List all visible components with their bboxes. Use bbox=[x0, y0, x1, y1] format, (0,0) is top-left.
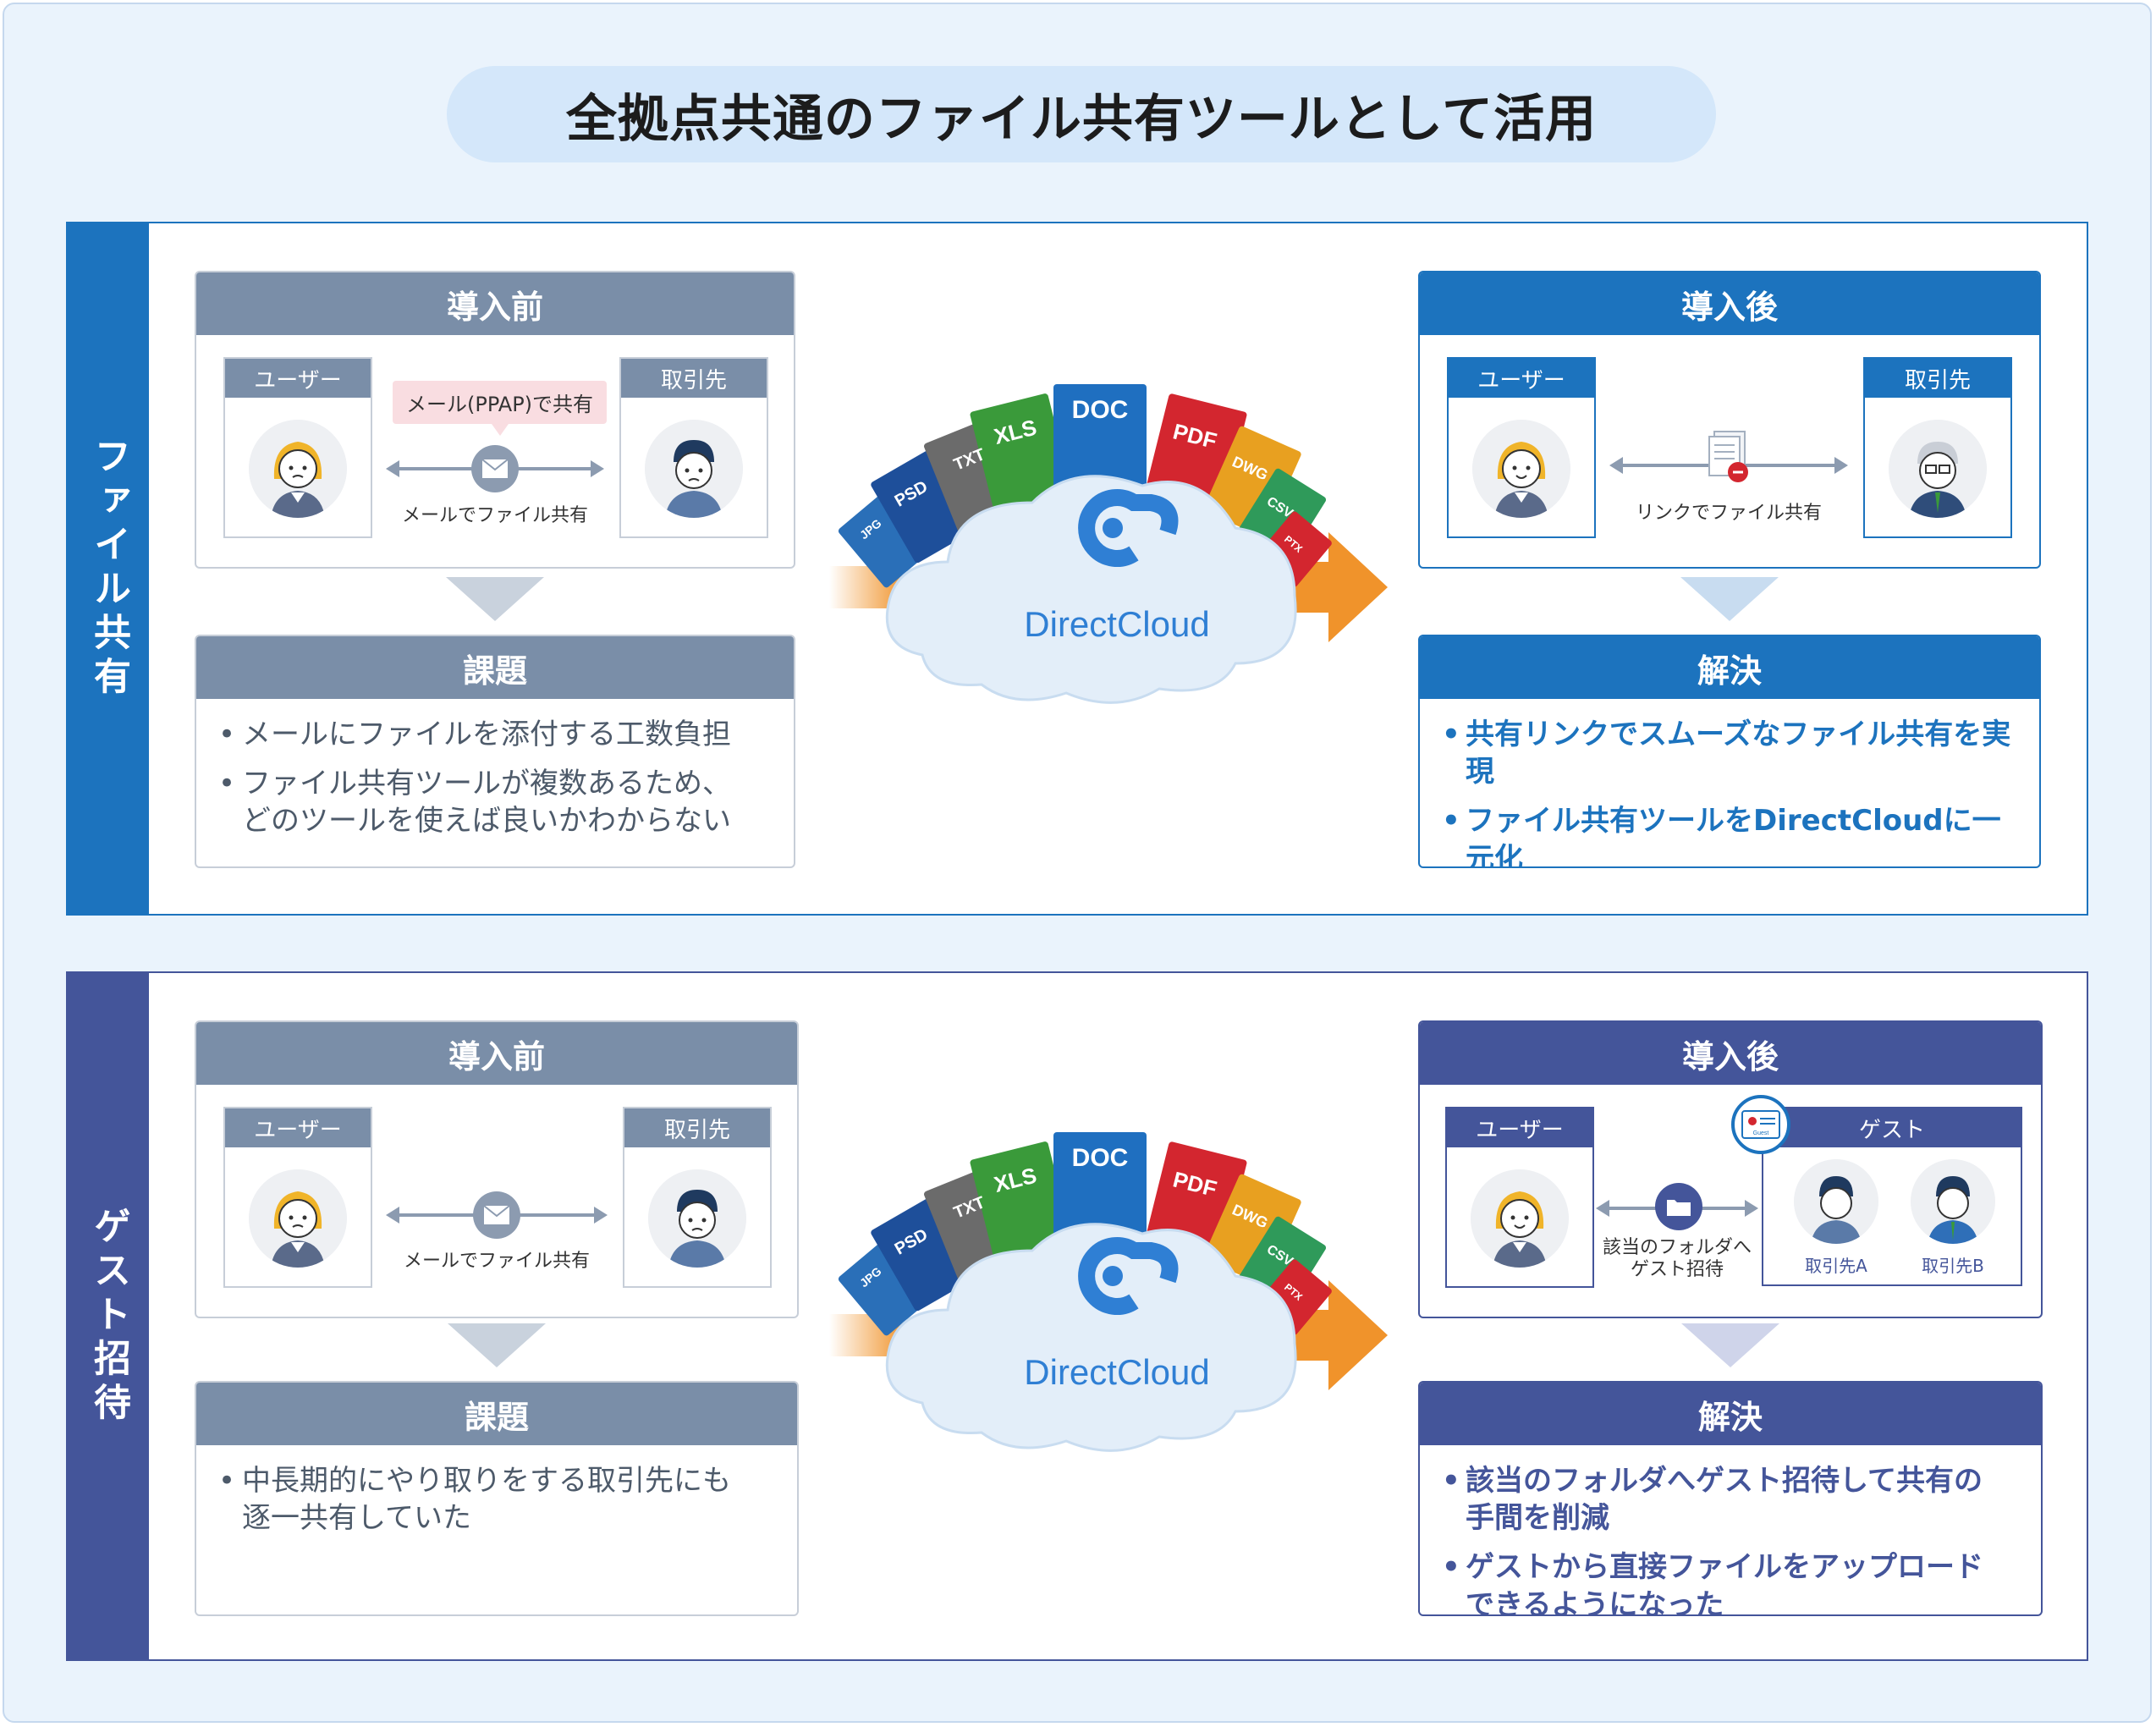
user-card: ユーザー bbox=[1445, 1107, 1594, 1288]
solution-item: ファイル共有ツールをDirectCloudに一元化 bbox=[1442, 802, 2022, 866]
flow-caption: メールでファイル共有 bbox=[403, 1251, 590, 1272]
issue-item: メールにファイルを添付する工数負担 bbox=[218, 716, 777, 753]
section-guest-invite: ゲスト招待 導入前 ユーザー メールでファイル共有 取引先 課題 中長期的にやり… bbox=[66, 971, 2088, 1661]
page-title: 全拠点共通のファイル共有ツールとして活用 bbox=[447, 66, 1716, 162]
section-label-text: ファイル共有 bbox=[87, 437, 130, 701]
cloud-logo-text: DirectCloud bbox=[1024, 604, 1210, 644]
solution-header: 解決 bbox=[1420, 1383, 2041, 1445]
partner-label: 取引先 bbox=[621, 359, 767, 398]
guest-name: 取引先B bbox=[1922, 1256, 1984, 1276]
solution-header: 解決 bbox=[1420, 636, 2039, 699]
guest-group: ゲスト 取引先A 取引先B bbox=[1762, 1107, 2022, 1286]
down-arrow-icon bbox=[1681, 1323, 1779, 1367]
user-avatar-icon bbox=[1472, 420, 1570, 518]
svg-text:DOC: DOC bbox=[1072, 1144, 1129, 1172]
section-label-text: ゲスト招待 bbox=[87, 1206, 130, 1427]
section-file-sharing: ファイル共有 導入前 ユーザー メール(PPAP)で共有 メールでファイル共有 … bbox=[66, 222, 2088, 916]
mail-icon bbox=[471, 445, 519, 492]
svg-text:DOC: DOC bbox=[1072, 396, 1129, 424]
after-box: 導入後 ユーザー 該当のフォルダへ ゲスト招待 ゲスト 取引先A 取引先B bbox=[1418, 1020, 2043, 1318]
down-arrow-icon bbox=[1680, 577, 1779, 621]
issue-list: メールにファイルを添付する工数負担 ファイル共有ツールが複数あるため、どのツール… bbox=[196, 699, 794, 840]
solution-box: 解決 共有リンクでスムーズなファイル共有を実現 ファイル共有ツールをDirect… bbox=[1418, 635, 2041, 868]
issue-header: 課題 bbox=[196, 1383, 797, 1445]
before-header: 導入前 bbox=[196, 1022, 797, 1085]
partner-card: 取引先 bbox=[623, 1107, 772, 1288]
partner-avatar-icon bbox=[1889, 420, 1987, 518]
flow-caption: メールでファイル共有 bbox=[401, 505, 588, 526]
mail-icon bbox=[473, 1191, 520, 1239]
directcloud-graphic: DOC PDF XLS TXT PSD JPG DWG CSV PTX Dire… bbox=[821, 1098, 1413, 1488]
user-avatar-icon bbox=[249, 1169, 347, 1268]
cloud-logo-text: DirectCloud bbox=[1024, 1352, 1210, 1392]
guest-avatar-icon bbox=[1911, 1159, 1995, 1244]
user-avatar-icon bbox=[249, 420, 347, 518]
before-box: 導入前 ユーザー メールでファイル共有 取引先 bbox=[195, 1020, 799, 1318]
flow-caption: リンクでファイル共有 bbox=[1635, 503, 1822, 524]
down-arrow-icon bbox=[446, 577, 544, 621]
file-type-icons: DOC PDF XLS TXT PSD JPG DWG CSV PTX bbox=[838, 1132, 1332, 1336]
folder-icon bbox=[1655, 1183, 1702, 1230]
user-card: ユーザー bbox=[1447, 357, 1596, 538]
section-label: ファイル共有 bbox=[68, 223, 149, 914]
directcloud-graphic: DOC PDF XLS TXT PSD JPG DWG CSV PTX Dire… bbox=[821, 350, 1413, 740]
partner-card: 取引先 bbox=[1863, 357, 2012, 538]
user-avatar-icon bbox=[1471, 1169, 1569, 1268]
solution-list: 共有リンクでスムーズなファイル共有を実現 ファイル共有ツールをDirectClo… bbox=[1420, 699, 2039, 866]
guest-label: ゲスト bbox=[1763, 1108, 2021, 1147]
user-label: ユーザー bbox=[1447, 1108, 1592, 1147]
partner-avatar-icon bbox=[645, 420, 743, 518]
user-label: ユーザー bbox=[225, 359, 371, 398]
directcloud-logo-icon bbox=[1078, 1237, 1179, 1315]
before-header: 導入前 bbox=[196, 272, 794, 335]
partner-card: 取引先 bbox=[619, 357, 768, 538]
svg-text:Guest: Guest bbox=[1753, 1130, 1769, 1136]
guest-badge-icon: Guest bbox=[1731, 1095, 1790, 1154]
link-document-icon bbox=[1706, 430, 1753, 484]
issue-header: 課題 bbox=[196, 636, 794, 699]
solution-item: 共有リンクでスムーズなファイル共有を実現 bbox=[1442, 716, 2022, 790]
partner-avatar-icon bbox=[648, 1169, 746, 1268]
user-card: ユーザー bbox=[223, 1107, 372, 1288]
after-header: 導入後 bbox=[1420, 1022, 2041, 1085]
guest-name: 取引先A bbox=[1805, 1256, 1867, 1276]
user-label: ユーザー bbox=[225, 1108, 371, 1147]
user-card: ユーザー bbox=[223, 357, 372, 538]
before-box: 導入前 ユーザー メール(PPAP)で共有 メールでファイル共有 取引先 bbox=[195, 271, 795, 569]
user-label: ユーザー bbox=[1449, 359, 1594, 398]
ppap-callout: メール(PPAP)で共有 bbox=[393, 381, 608, 436]
after-header: 導入後 bbox=[1420, 272, 2039, 335]
partner-label: 取引先 bbox=[1865, 359, 2010, 398]
down-arrow-icon bbox=[448, 1323, 546, 1367]
issue-box: 課題 メールにファイルを添付する工数負担 ファイル共有ツールが複数あるため、どの… bbox=[195, 635, 795, 868]
guest-avatar-icon bbox=[1794, 1159, 1878, 1244]
file-type-icons: DOC PDF XLS TXT PSD JPG DWG CSV PTX bbox=[838, 384, 1332, 588]
directcloud-logo-icon bbox=[1078, 489, 1179, 567]
after-box: 導入後 ユーザー リンクでファイル共有 取引先 bbox=[1418, 271, 2041, 569]
section-label: ゲスト招待 bbox=[68, 973, 149, 1659]
partner-label: 取引先 bbox=[624, 1108, 770, 1147]
issue-item: ファイル共有ツールが複数あるため、どのツールを使えば良いかわからない bbox=[218, 765, 777, 839]
flow-caption: 該当のフォルダへ ゲスト招待 bbox=[1602, 1237, 1752, 1281]
